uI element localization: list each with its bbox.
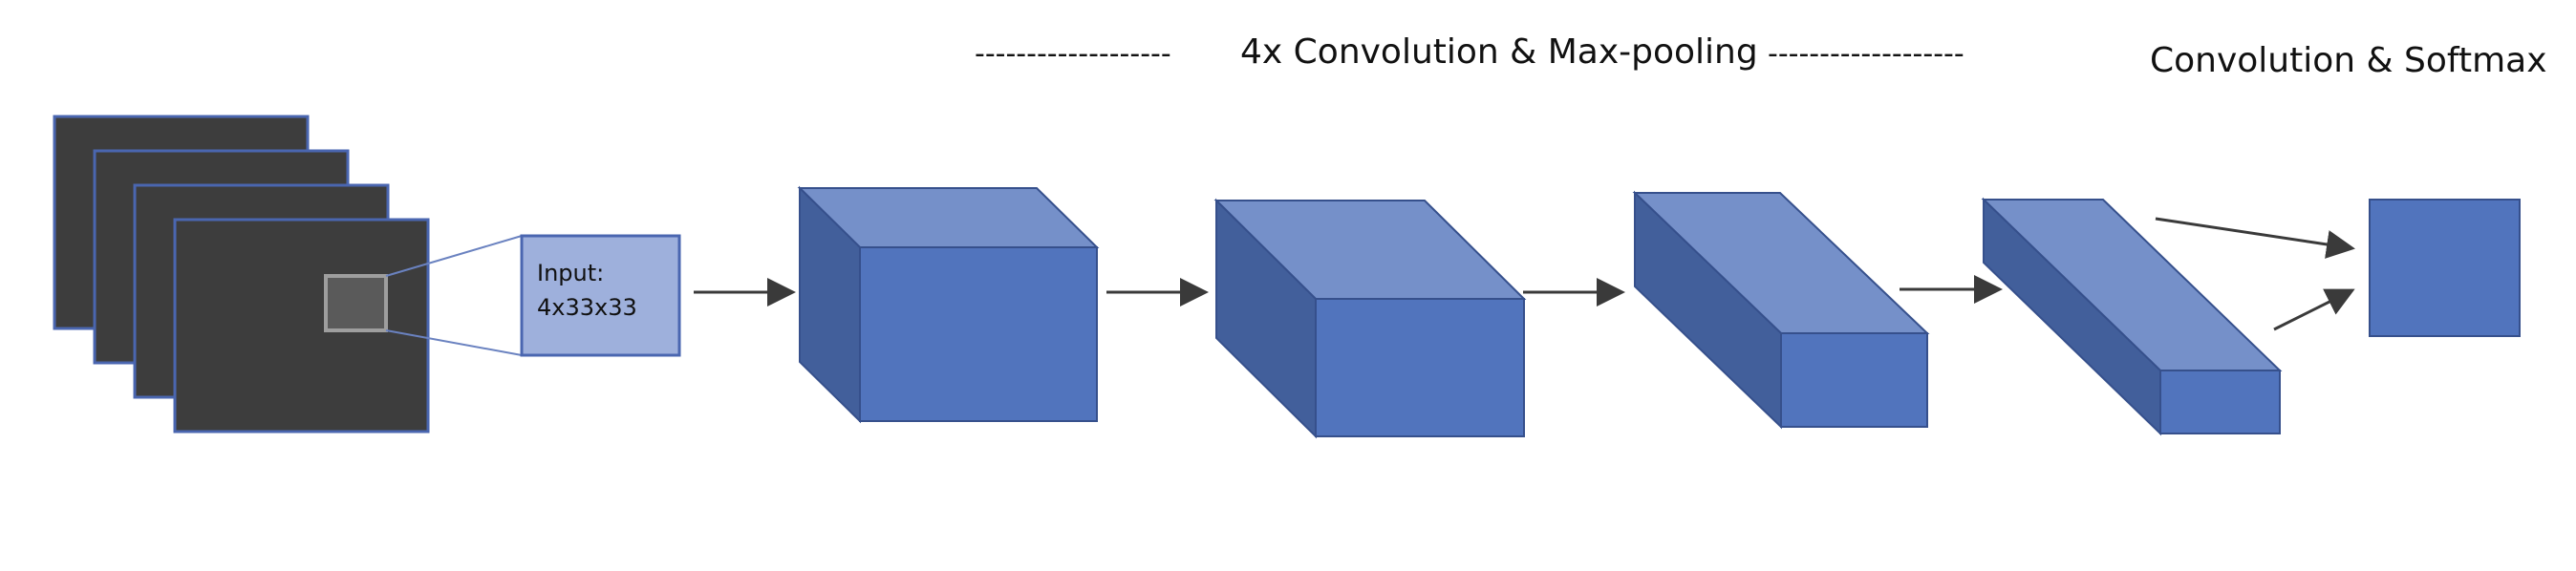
image-slice-4: [173, 218, 430, 434]
input-dimensions: 4x33x33: [537, 294, 637, 321]
conv-block-4: [1981, 197, 2283, 436]
input-label: Input:: [537, 260, 604, 286]
conv-block-2-front: [1315, 298, 1525, 437]
input-patch: [324, 274, 388, 332]
arrow-to-output-bottom: [2273, 288, 2355, 331]
input-box: Input: 4x33x33: [520, 234, 681, 357]
header-title: 4x Convolution & Max-pooling: [1240, 32, 1758, 72]
input-box-rect: [520, 234, 681, 357]
conv-block-1-front: [859, 246, 1098, 422]
projection-line-bottom: [385, 329, 523, 356]
conv-block-1: [797, 185, 1100, 424]
right-title: Convolution & Softmax: [2150, 41, 2547, 80]
conv-block-3: [1632, 190, 1930, 430]
arrow-to-output-top: [2155, 217, 2355, 259]
conv-block-4-front: [2159, 370, 2281, 434]
header-left-dashes: -------------------: [975, 37, 1171, 71]
softmax-output-block: [2369, 199, 2521, 337]
conv-block-2: [1213, 198, 1527, 439]
projection-line-top: [385, 235, 523, 277]
conv-block-3-front: [1780, 332, 1928, 428]
image-slice-stack: [53, 115, 430, 434]
header-right-dashes: -------------------: [1768, 37, 1964, 71]
